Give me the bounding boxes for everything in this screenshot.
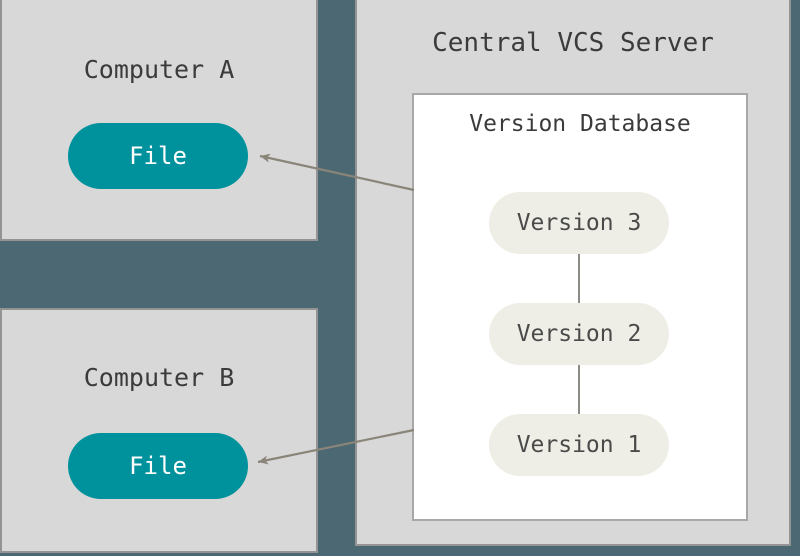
computer-b-file-label: File: [129, 452, 187, 480]
version-database-title: Version Database: [469, 111, 691, 137]
version-node-1: Version 1: [489, 414, 669, 476]
computer-a-file-label: File: [129, 142, 187, 170]
central-server-title: Central VCS Server: [432, 28, 714, 58]
computer-b-file-node: File: [68, 433, 248, 499]
version-node-3: Version 3: [489, 192, 669, 254]
connector-version3-version2: [578, 254, 580, 303]
version-node-3-label: Version 3: [516, 210, 642, 236]
computer-b-panel: [0, 308, 318, 553]
computer-a-file-node: File: [68, 123, 248, 189]
connector-version2-version1: [578, 365, 580, 414]
computer-b-title: Computer B: [83, 363, 235, 392]
version-node-2-label: Version 2: [516, 321, 642, 347]
version-node-1-label: Version 1: [516, 432, 642, 458]
computer-a-title: Computer A: [83, 55, 235, 84]
computer-a-panel: [0, 0, 318, 241]
version-node-2: Version 2: [489, 303, 669, 365]
